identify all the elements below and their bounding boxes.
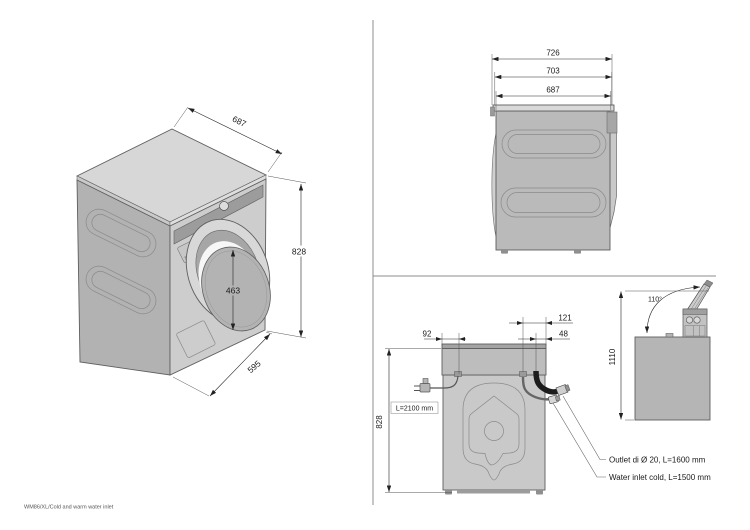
side-door-front-curve <box>491 132 497 238</box>
rear-body <box>442 374 546 491</box>
side-depth-total-label: 726 <box>546 49 560 58</box>
lid-angle-label: 110° <box>648 296 662 304</box>
side-view: 726 703 687 <box>490 49 618 254</box>
side-depth-body-label: 687 <box>546 86 560 95</box>
water-inlet-hose <box>519 371 561 405</box>
rear-inlet-offset-label: 48 <box>559 330 568 339</box>
lid-angle-dim: 110° <box>644 285 701 334</box>
side-recess-upper <box>501 129 607 159</box>
iso-side-recess-upper <box>85 208 157 258</box>
cord-length-label: L=2100 mm <box>396 406 433 413</box>
outlet-leader-line <box>562 395 606 460</box>
iso-side-recess-lower <box>85 265 157 315</box>
lid-open-height-label: 1110 <box>608 348 617 365</box>
rear-view: L=2100 mm 92 <box>375 314 711 495</box>
drain-hose <box>533 370 571 396</box>
side-hinge-block <box>606 111 618 134</box>
rear-bottom-strip <box>457 490 530 494</box>
rear-dim-height: 828 <box>375 348 452 493</box>
drawing-footer-label: WM86/XL/Cold and warm water inlet <box>24 505 114 511</box>
iso-depth-label: 687 <box>231 114 248 129</box>
lid-open-view: 110° 1110 <box>608 279 714 421</box>
inlet-leader-line <box>552 402 606 478</box>
cord-grommet <box>454 371 462 377</box>
iso-dim-depth: 687 <box>173 106 283 173</box>
iso-program-knob <box>219 201 229 211</box>
side-body <box>495 110 611 251</box>
inlet-grommet <box>519 371 527 377</box>
rear-top-cap <box>441 343 547 349</box>
rear-outlet-offset-label: 121 <box>558 314 572 323</box>
water-inlet-callout-label: Water inlet cold, L=1500 mm <box>609 473 711 482</box>
iso-door <box>185 218 271 332</box>
iso-height-label: 828 <box>292 247 306 257</box>
isometric-view: 687 828 463 595 <box>75 106 310 397</box>
iso-door-label: 463 <box>226 286 240 296</box>
rear-dim-outlet-offset: 121 <box>509 314 573 372</box>
drain-fitting <box>555 384 571 396</box>
rear-panel-circle <box>484 421 504 441</box>
rear-dim-cord-offset: 92 <box>423 330 466 374</box>
lid-view-body <box>634 336 711 421</box>
side-dim-687: 687 <box>495 86 612 110</box>
iso-dim-height: 828 <box>266 175 310 339</box>
rear-foot-right <box>536 490 543 495</box>
plug-icon <box>414 378 431 393</box>
side-front-trim <box>490 106 495 117</box>
rear-top-band <box>441 348 547 376</box>
inlet-fitting <box>548 394 561 405</box>
hinge-roller-right <box>693 316 701 324</box>
rear-dim-inlet-offset: 48 <box>518 330 570 371</box>
side-recess-lower <box>500 187 607 218</box>
lid-view-latch <box>665 333 674 338</box>
side-foot-rear <box>574 250 581 254</box>
open-lid-handle-tip <box>703 279 714 288</box>
hinge-roller-left <box>685 316 693 324</box>
iso-dim-door: 463 <box>222 250 244 330</box>
side-dim-703: 703 <box>494 67 613 105</box>
cord-length-callout: L=2100 mm <box>390 401 439 414</box>
iso-service-hatch <box>176 320 216 358</box>
cord-line <box>430 375 459 389</box>
lid-open-height-dim: 1110 <box>608 290 709 421</box>
power-cord <box>414 371 462 393</box>
hose-callouts: Outlet di Ø 20, L=1600 mm Water inlet co… <box>552 395 711 482</box>
side-worktop <box>492 104 615 112</box>
rear-cord-offset-label: 92 <box>423 330 432 339</box>
rear-height-label: 828 <box>375 415 384 429</box>
iso-control-panel <box>173 184 264 245</box>
rear-back-panel <box>462 382 526 481</box>
side-depth-mid-label: 703 <box>546 67 560 76</box>
outlet-callout-label: Outlet di Ø 20, L=1600 mm <box>609 456 706 465</box>
iso-width-label: 595 <box>245 358 263 375</box>
side-foot-front <box>501 250 508 254</box>
